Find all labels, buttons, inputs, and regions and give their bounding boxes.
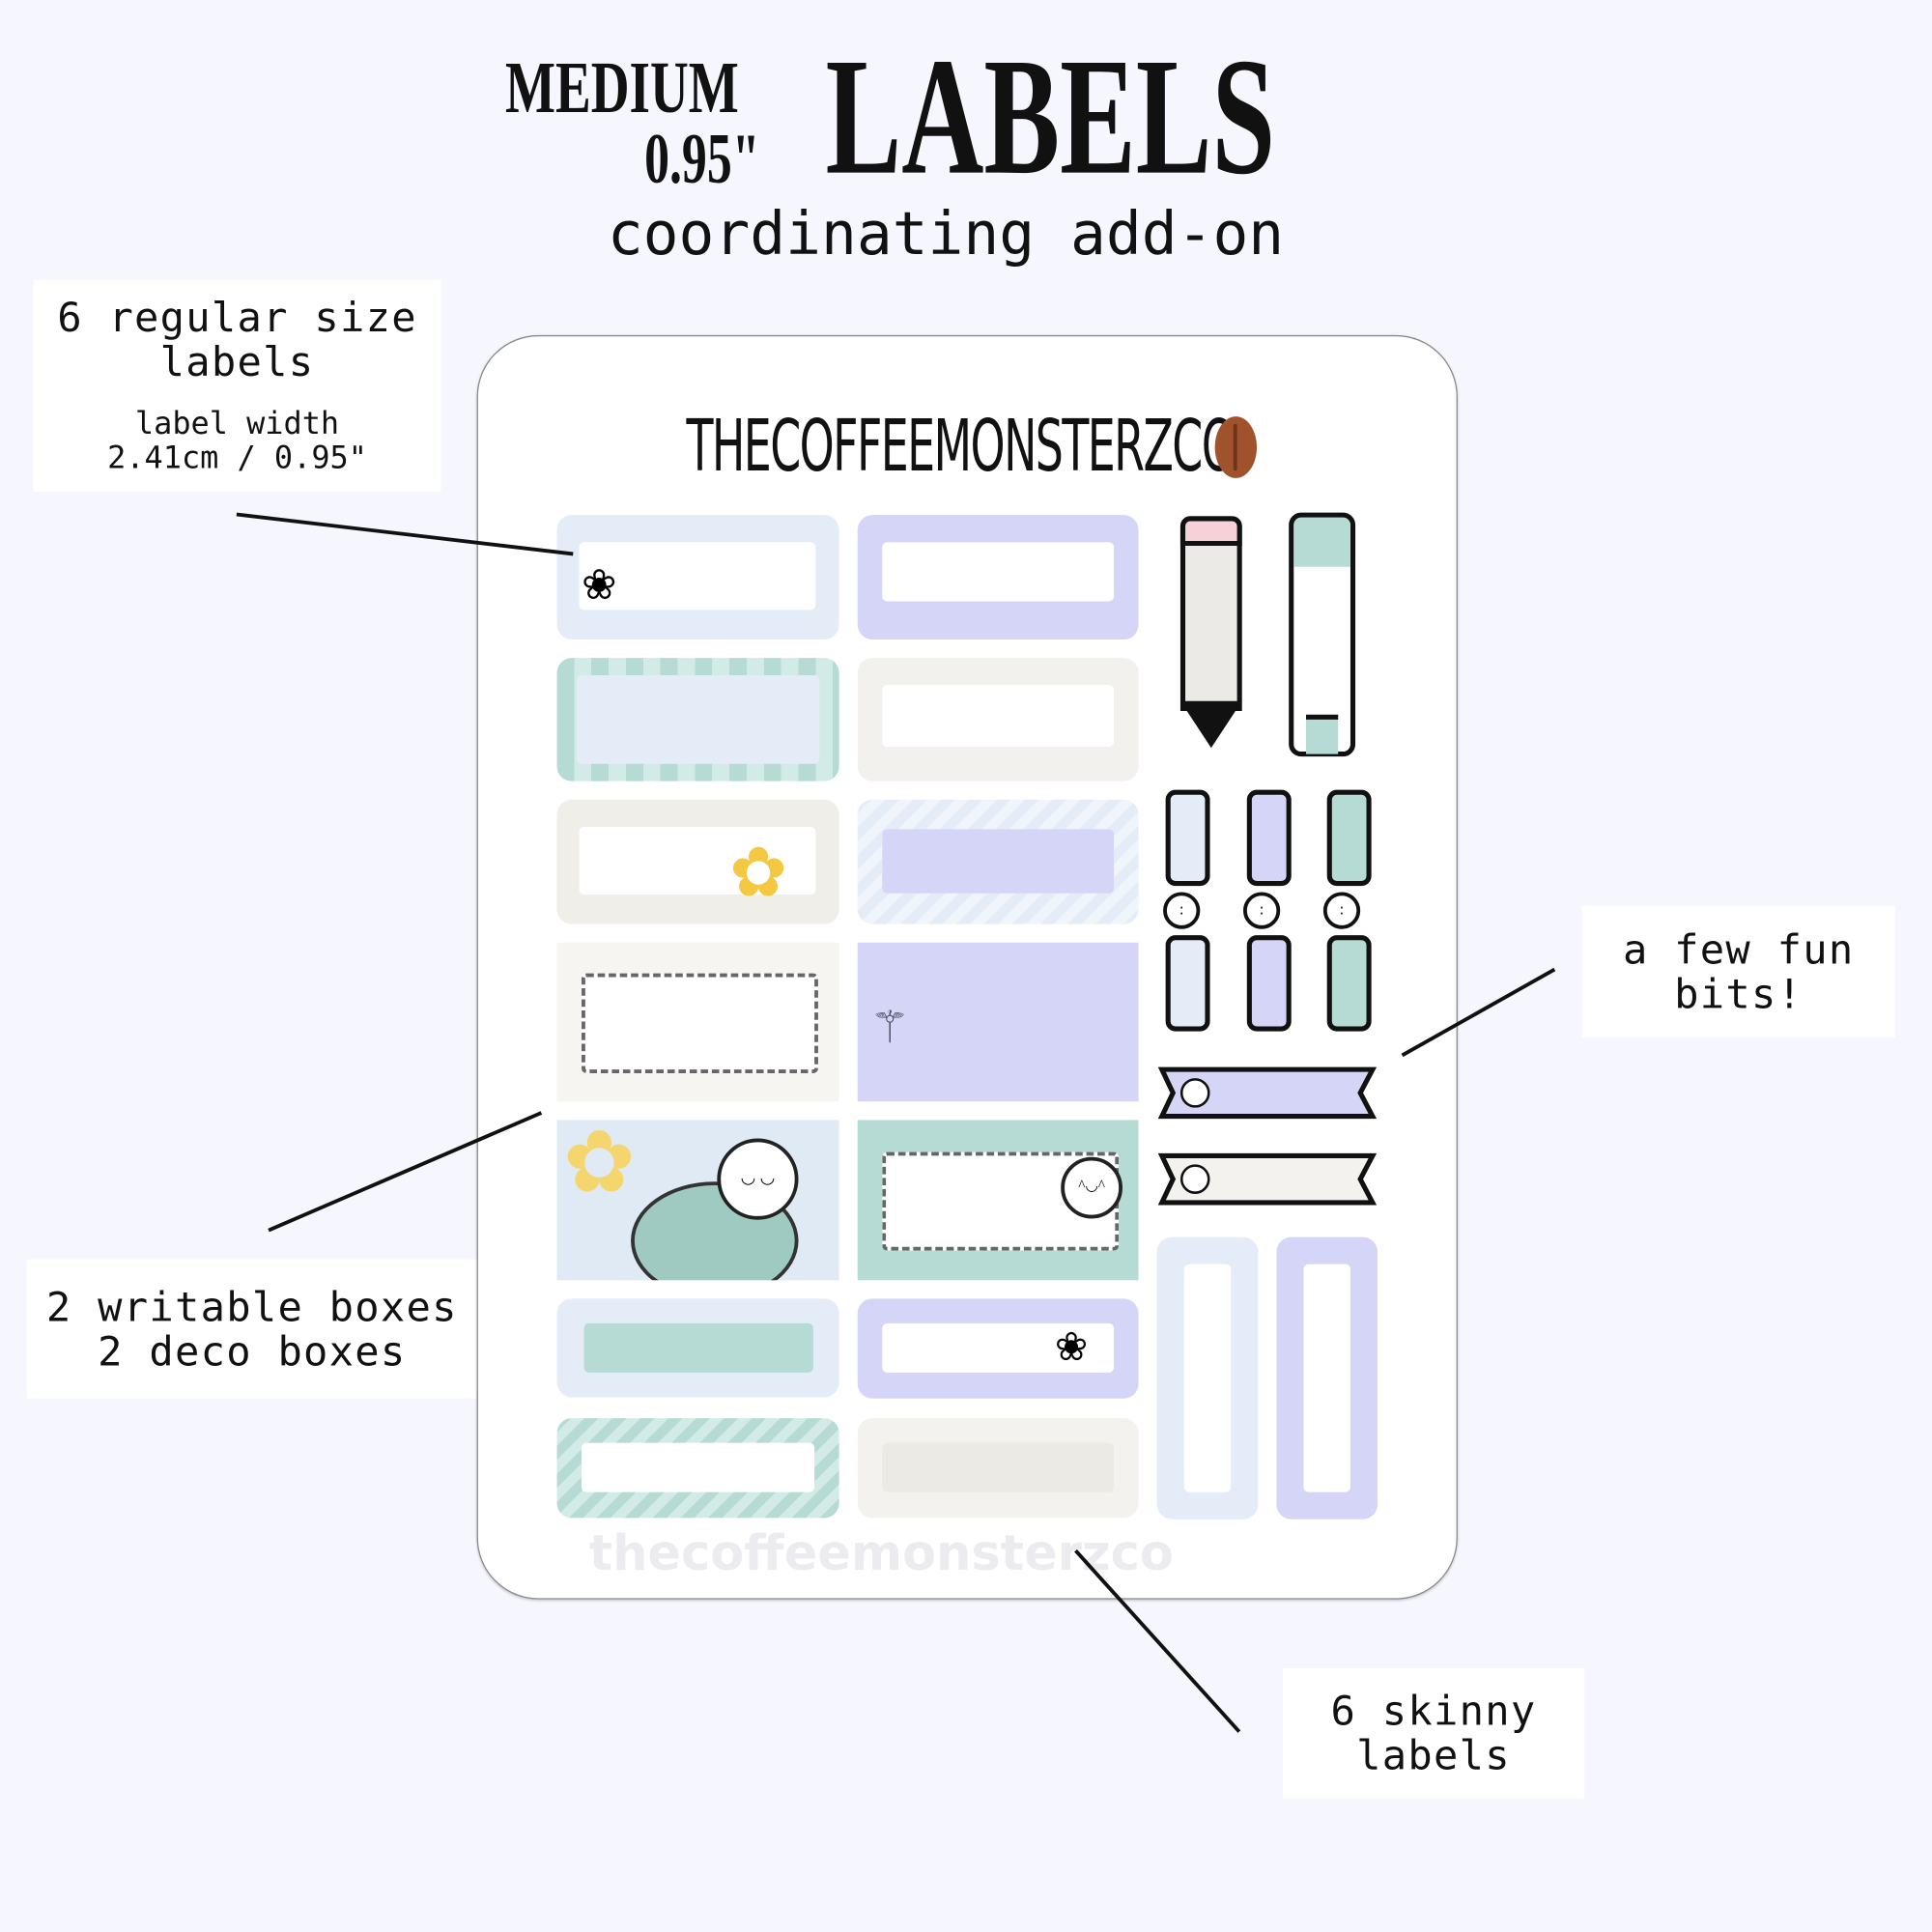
callout-boxes-line1: 2 writable boxes <box>45 1282 458 1330</box>
callout-regular-line1: 6 regular size <box>57 293 417 342</box>
subtitle: coordinating add-on <box>607 199 1285 270</box>
sleepy-face-icon: : <box>1242 892 1281 929</box>
mini-label-teal <box>1326 935 1372 1032</box>
label-beige-lily: ✿ <box>556 799 839 924</box>
deco-box-dragonfly: ⚚ <box>857 942 1139 1102</box>
callout-boxes-line2: 2 deco boxes <box>98 1326 407 1375</box>
callout-boxes: 2 writable boxes 2 deco boxes <box>27 1259 477 1399</box>
mini-label-lavender <box>1246 789 1292 887</box>
label-beige <box>857 1418 1139 1519</box>
highlighter-icon <box>1289 512 1356 757</box>
label-beige-light <box>857 658 1139 781</box>
callout-skinny: 6 skinny labels <box>1282 1668 1585 1800</box>
mini-label-blue <box>1165 789 1210 887</box>
callout-skinny-line1: 6 skinny <box>1330 1687 1537 1735</box>
banner-lavender <box>1157 1066 1378 1120</box>
water-lily-icon: ✿ <box>729 835 787 912</box>
deco-box-character: ◡ ◡ ✿ <box>556 1120 839 1281</box>
lotus-icon: ❀ <box>582 562 617 610</box>
writable-box-teal: ^◡^ <box>857 1120 1139 1281</box>
label-waterlily-blue: ❀ <box>556 515 839 639</box>
callout-regular-detail2: 2.41cm / 0.95" <box>107 440 367 476</box>
callout-fun-line1: a few fun bits! <box>1622 924 1855 1017</box>
callout-regular-detail1: label width <box>134 405 340 441</box>
banner-flags <box>1157 1066 1378 1206</box>
character-face-icon: ^◡^ <box>1061 1156 1122 1219</box>
character-face-icon: ◡ ◡ <box>717 1138 799 1220</box>
mini-label-teal <box>1326 789 1372 887</box>
smile-face-icon <box>1179 1164 1210 1194</box>
watermark: thecoffeemonsterzco <box>588 1525 1174 1582</box>
label-blue-teal <box>556 1298 839 1398</box>
mini-label-blue <box>1165 935 1210 1032</box>
label-lavender-stripe <box>857 799 1139 924</box>
pencil-icon <box>1179 516 1242 711</box>
writable-box-dashed <box>556 942 839 1102</box>
brand-name: THECOFFEEMONSTERZCO <box>686 404 1236 489</box>
skinny-label-blue <box>1156 1236 1259 1520</box>
mini-label-lavender <box>1246 935 1292 1032</box>
title-labels: LABELS <box>825 24 1276 210</box>
sleepy-face-icon: : <box>1322 892 1361 929</box>
water-lily-icon: ✿ <box>562 1120 636 1211</box>
sleepy-face-icon: : <box>1163 892 1201 929</box>
dragonfly-icon: ⚚ <box>869 1003 910 1053</box>
callout-fun-bits: a few fun bits! <box>1581 905 1895 1037</box>
callout-skinny-line2: labels <box>1356 1731 1511 1779</box>
label-lavender-lotus: ❀ <box>857 1298 1139 1399</box>
callout-regular-labels: 6 regular size labels label width 2.41cm… <box>33 279 441 492</box>
callout-regular-line2: labels <box>159 337 315 386</box>
banner-beige <box>1157 1152 1378 1206</box>
skinny-label-lavender <box>1276 1236 1378 1520</box>
title-medium: MEDIUM <box>504 46 739 128</box>
label-gingham <box>556 658 839 781</box>
label-teal-stripe <box>556 1418 839 1519</box>
coffee-bean-icon <box>1214 416 1258 478</box>
sticker-sheet: thecoffeemonsterzco THECOFFEEMONSTERZCO … <box>476 334 1458 1600</box>
smile-face-icon <box>1179 1078 1210 1108</box>
pencil-tip <box>1179 700 1242 749</box>
title-size: 0.95" <box>644 118 760 199</box>
lotus-icon: ❀ <box>1054 1324 1089 1370</box>
label-lavender <box>857 515 1139 639</box>
